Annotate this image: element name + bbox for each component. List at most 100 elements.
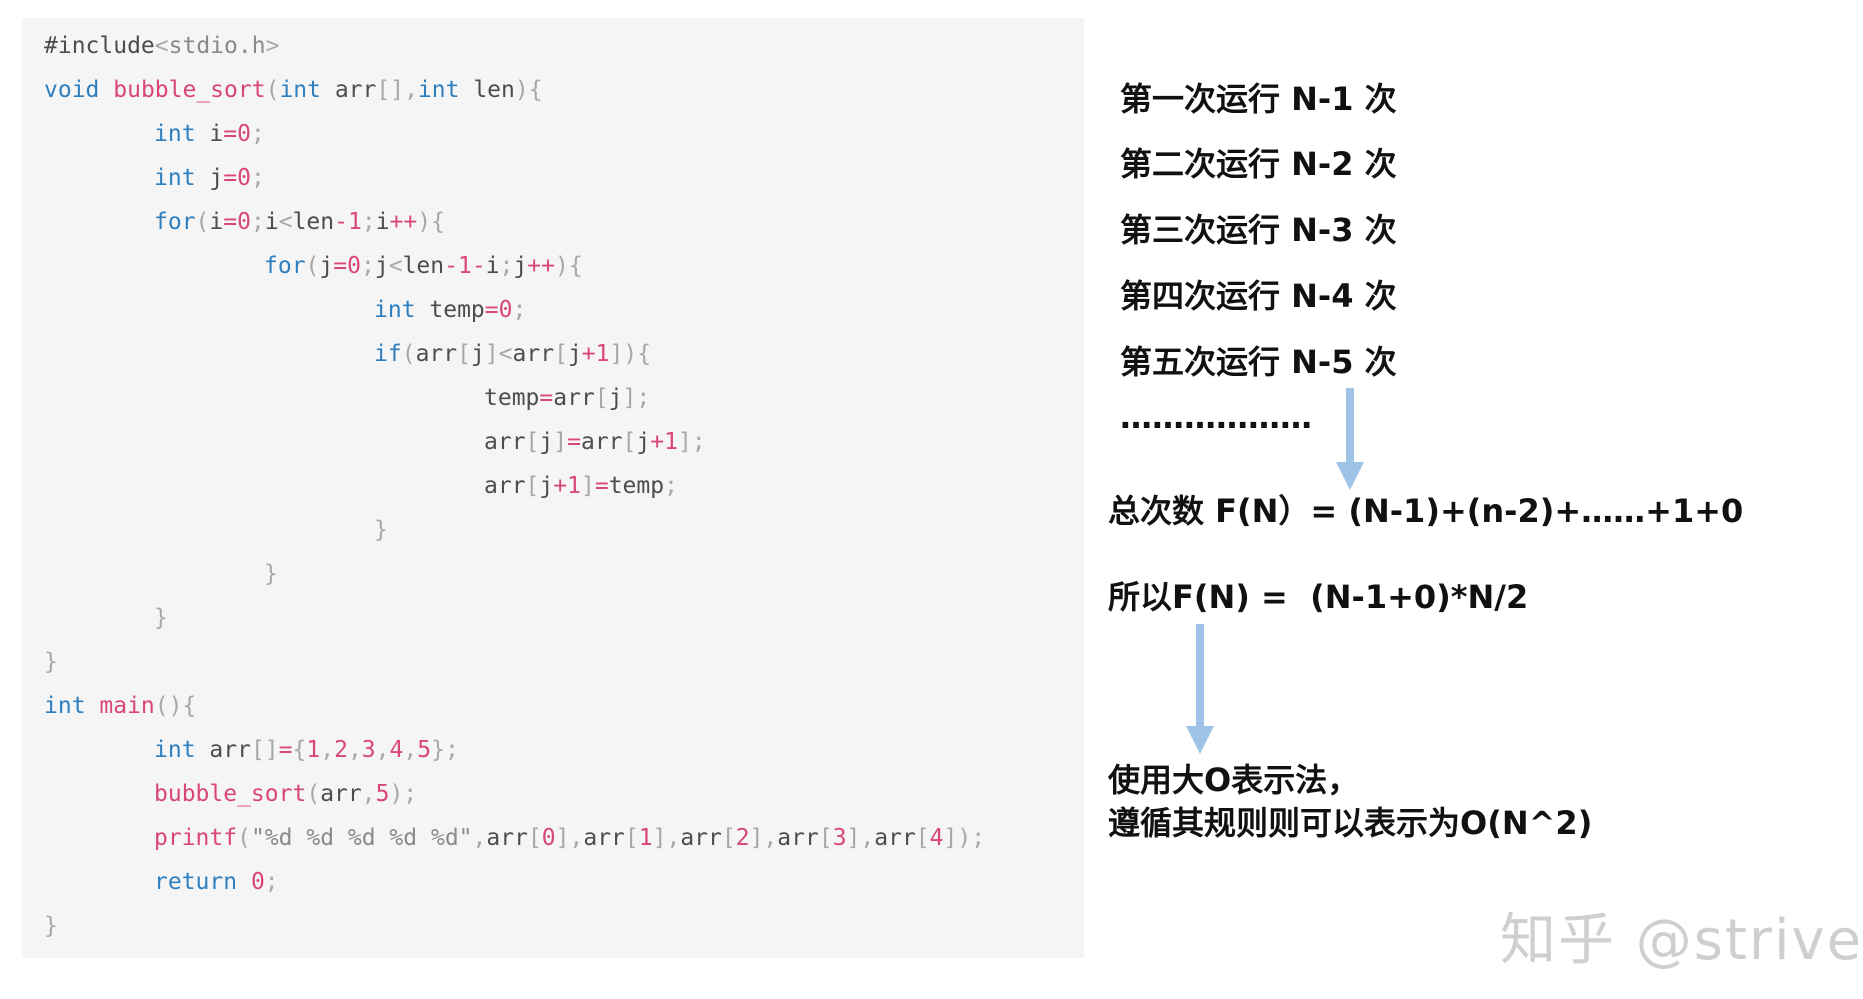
code-token: ; <box>512 297 527 323</box>
code-token: ( <box>237 825 251 851</box>
code-token: j <box>319 253 334 279</box>
code-token: } <box>154 605 168 631</box>
code-token: = <box>223 209 238 235</box>
code-token: [ <box>457 341 471 367</box>
watermark-text: 知乎 @strive <box>1500 908 1863 973</box>
code-token: + <box>581 341 596 367</box>
code-token: temp <box>608 473 665 499</box>
code-token: ] <box>580 473 595 499</box>
code-token: j <box>513 253 528 279</box>
arrow-down-1 <box>1336 388 1364 490</box>
code-token: [] <box>250 737 279 763</box>
code-token: [ <box>624 825 639 851</box>
code-line: for(i=0;i<len-1;i++){ <box>154 202 445 242</box>
code-token: 3 <box>361 737 376 763</box>
code-token: , <box>361 781 376 807</box>
code-token: 1 <box>595 341 610 367</box>
code-token: = <box>223 121 238 147</box>
code-token: = <box>223 165 238 191</box>
code-token: i <box>209 209 224 235</box>
code-token: j <box>539 473 554 499</box>
code-token: [], <box>376 77 418 103</box>
code-token: 0 <box>541 825 556 851</box>
code-token: void <box>44 77 114 103</box>
code-token: 0 <box>347 253 361 279</box>
code-token: arr <box>415 341 458 367</box>
code-line: arr[j]=arr[j+1]; <box>484 422 706 462</box>
code-line: } <box>374 510 388 550</box>
code-token: stdio.h <box>168 33 266 59</box>
code-token: ]< <box>484 341 513 367</box>
code-token: temp <box>484 385 540 411</box>
code-token: [ <box>554 341 568 367</box>
step-3-text: 第三次运行 N-3 次 <box>1120 211 1397 249</box>
code-token: arr <box>580 429 623 455</box>
code-token: , <box>347 737 362 763</box>
code-token: int <box>154 121 210 147</box>
code-token: len <box>402 253 445 279</box>
step-1-text: 第一次运行 N-1 次 <box>1120 80 1397 118</box>
code-line: #include<stdio.h> <box>44 26 279 66</box>
code-line: } <box>154 598 168 638</box>
code-token: ; <box>250 165 265 191</box>
code-line: int i=0; <box>154 114 265 154</box>
code-token: arr <box>334 77 377 103</box>
code-token: int <box>417 77 474 103</box>
total-formula: 总次数 F(N）= (N-1)+(n-2)+……+1+0 <box>1108 492 1744 530</box>
code-token: ( <box>195 209 210 235</box>
code-token: ; <box>250 209 265 235</box>
code-token: + <box>553 473 568 499</box>
code-token: = <box>539 385 554 411</box>
code-line: if(arr[j]<arr[j+1]){ <box>374 334 651 374</box>
code-token: ]; <box>677 429 706 455</box>
code-token: { <box>292 737 307 763</box>
code-token: "%d %d %d %d %d" <box>250 825 473 851</box>
code-token: ], <box>555 825 584 851</box>
code-token: 0 <box>237 209 251 235</box>
code-token: - <box>334 209 348 235</box>
code-token: arr <box>583 825 625 851</box>
code-line: bubble_sort(arr,5); <box>154 774 417 814</box>
code-token: temp <box>429 297 485 323</box>
code-token: < <box>154 33 169 59</box>
code-token: [ <box>525 473 540 499</box>
code-token: , <box>320 737 335 763</box>
code-token: ], <box>749 825 778 851</box>
code-line: } <box>44 906 58 946</box>
code-line: int main(){ <box>44 686 196 726</box>
code-token: int <box>374 297 430 323</box>
code-line: } <box>44 642 58 682</box>
code-token: j <box>636 429 651 455</box>
code-token: 3 <box>832 825 847 851</box>
code-token: arr <box>484 473 526 499</box>
code-token: int <box>154 737 210 763</box>
code-token: arr <box>484 429 526 455</box>
code-token: [ <box>527 825 542 851</box>
code-token: if <box>374 341 402 367</box>
code-token: arr <box>553 385 595 411</box>
code-line: printf("%d %d %d %d %d",arr[0],arr[1],ar… <box>154 818 985 858</box>
code-token: ]; <box>622 385 651 411</box>
code-token: ], <box>652 825 681 851</box>
code-token: i <box>375 209 390 235</box>
code-token: ( <box>265 77 280 103</box>
code-token: for <box>264 253 306 279</box>
code-token: > <box>265 33 280 59</box>
code-token: = <box>484 297 499 323</box>
code-token: - <box>471 253 486 279</box>
ellipsis-text: ……………… <box>1120 398 1312 436</box>
code-token: int <box>154 165 210 191</box>
code-token: [ <box>594 385 609 411</box>
code-token: main <box>99 693 155 719</box>
code-token: len <box>473 77 515 103</box>
code-token: , <box>403 737 418 763</box>
code-token: ; <box>250 121 265 147</box>
code-token: 1 <box>347 209 362 235</box>
code-token: + <box>650 429 665 455</box>
code-token: 5 <box>417 737 432 763</box>
code-token: < <box>278 209 293 235</box>
code-line: arr[j+1]=temp; <box>484 466 678 506</box>
code-line: temp=arr[j]; <box>484 378 650 418</box>
code-token: j <box>470 341 485 367</box>
code-token: bubble_sort <box>113 77 266 103</box>
